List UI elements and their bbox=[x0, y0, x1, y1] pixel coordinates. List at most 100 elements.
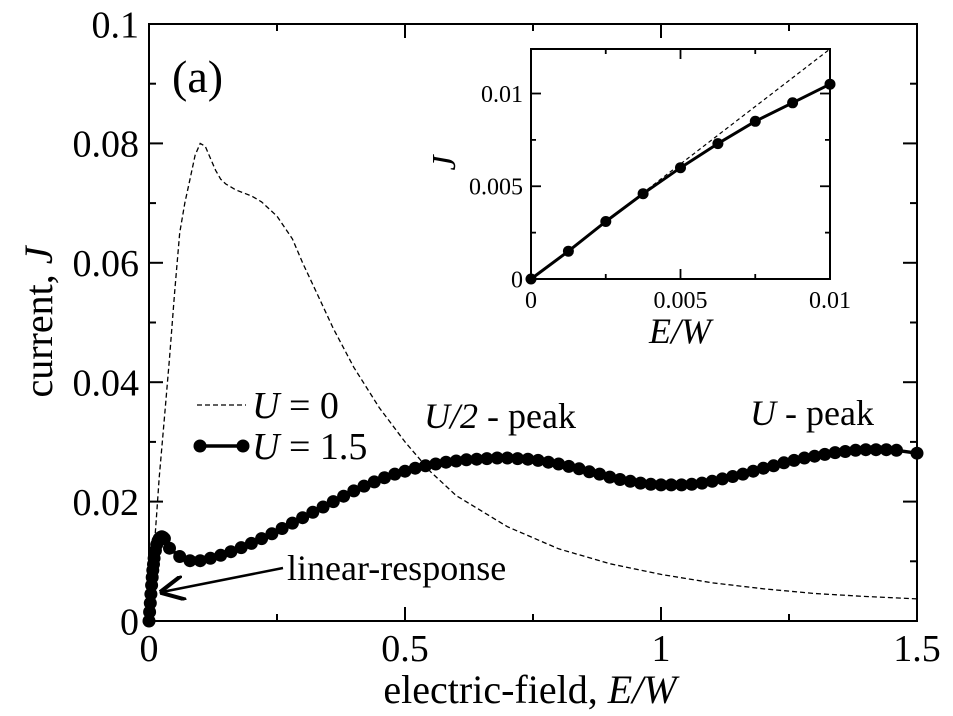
inset-series-marker bbox=[824, 78, 836, 90]
main-series-marker bbox=[500, 451, 514, 465]
main-series-marker bbox=[285, 516, 299, 530]
main-series-marker bbox=[244, 536, 258, 550]
main-series-marker bbox=[326, 495, 340, 509]
inset-series bbox=[525, 48, 836, 285]
main-series-marker bbox=[429, 457, 443, 471]
inset-series-marker bbox=[712, 138, 724, 150]
main-series-marker bbox=[664, 478, 678, 492]
main-series-line-dashed bbox=[148, 142, 918, 622]
main-series-marker bbox=[316, 500, 330, 514]
main-series-marker bbox=[347, 484, 361, 498]
main-series-marker bbox=[787, 453, 801, 467]
main-series-marker bbox=[562, 459, 576, 473]
inset-x-tick-label: 0.005 bbox=[654, 288, 708, 314]
main-series-marker bbox=[183, 554, 197, 568]
main-series-marker bbox=[449, 454, 463, 468]
panel-label: (a) bbox=[172, 51, 223, 102]
legend-marker-u15-right bbox=[236, 439, 250, 453]
main-x-tick-label: 1 bbox=[652, 628, 671, 670]
main-series-marker bbox=[593, 467, 607, 481]
main-series-marker bbox=[644, 477, 658, 491]
main-y-tick-label: 0.08 bbox=[73, 124, 140, 166]
inset-y-tick-label: 0.01 bbox=[481, 82, 523, 108]
main-series-marker bbox=[255, 532, 269, 546]
main-series-marker bbox=[675, 478, 688, 492]
main-series-marker bbox=[203, 551, 217, 565]
main-series-marker bbox=[490, 451, 504, 465]
main-series-marker bbox=[531, 453, 545, 467]
main-series-marker bbox=[818, 447, 832, 461]
main-series-marker bbox=[419, 459, 432, 473]
inset-series-marker bbox=[749, 115, 761, 127]
legend-label-u15: U = 1.5 bbox=[252, 426, 367, 468]
main-series-marker bbox=[828, 446, 842, 460]
inset-x-tick-label: 0.01 bbox=[809, 288, 851, 314]
main-series-marker bbox=[910, 446, 924, 460]
main-series-marker bbox=[685, 477, 699, 491]
main-series-marker bbox=[715, 472, 729, 486]
main-series-marker bbox=[767, 459, 781, 473]
main-series-marker bbox=[777, 456, 791, 470]
main-series-marker bbox=[808, 449, 822, 463]
inset-y-axis-label: J bbox=[426, 154, 463, 171]
main-y-tick-label: 0.1 bbox=[92, 4, 140, 46]
main-series-marker bbox=[214, 548, 228, 562]
y-axis-label: current, J bbox=[16, 244, 61, 397]
main-series-marker bbox=[275, 522, 289, 535]
inset-series-marker bbox=[675, 162, 686, 174]
main-series-marker bbox=[756, 461, 770, 475]
inset-series-marker bbox=[562, 245, 574, 257]
main-series-marker bbox=[511, 452, 525, 466]
main-series-marker bbox=[726, 470, 740, 483]
main-series-marker bbox=[296, 511, 310, 525]
main-series-marker bbox=[613, 473, 627, 486]
inset-y-tick-label: 0 bbox=[511, 267, 523, 293]
main-series-marker bbox=[736, 467, 750, 481]
main-series-marker bbox=[378, 471, 391, 485]
main-series-marker bbox=[869, 443, 883, 457]
inset-x-axis-label: E/W bbox=[648, 311, 714, 351]
legend-label-u0: U = 0 bbox=[252, 385, 339, 427]
main-series-marker bbox=[357, 479, 371, 493]
annotation-full-peak: U - peak bbox=[750, 393, 874, 433]
inset-series-marker bbox=[525, 273, 537, 285]
main-series-marker bbox=[879, 443, 893, 457]
main-series-marker bbox=[797, 451, 811, 465]
annotation-linear-response: linear-response bbox=[287, 548, 506, 588]
main-series-marker bbox=[193, 554, 207, 568]
main-series-marker bbox=[634, 476, 647, 490]
main-series-marker bbox=[470, 452, 484, 466]
x-axis-label: electric-field, E/W bbox=[383, 667, 680, 712]
main-series-marker bbox=[306, 505, 320, 519]
main-series bbox=[142, 142, 924, 628]
inset-series-marker bbox=[787, 97, 799, 109]
main-series-marker bbox=[408, 461, 422, 475]
main-series-marker bbox=[521, 452, 535, 466]
main-series-marker bbox=[838, 445, 852, 458]
main-series-marker bbox=[398, 464, 412, 478]
main-series-marker bbox=[572, 462, 586, 476]
annotation-arrow bbox=[162, 566, 284, 592]
main-series-marker bbox=[157, 532, 171, 546]
main-series-marker bbox=[388, 467, 402, 481]
main-series-marker bbox=[480, 452, 494, 466]
main-series-marker bbox=[367, 475, 381, 489]
main-x-tick-label: 0 bbox=[140, 628, 159, 670]
main-series-marker bbox=[541, 455, 555, 469]
main-y-tick-label: 0.06 bbox=[73, 243, 140, 285]
legend-marker-u15-left bbox=[193, 439, 207, 453]
main-series-marker bbox=[265, 527, 279, 541]
main-series-marker bbox=[552, 457, 566, 471]
main-series-marker bbox=[890, 443, 903, 457]
main-series-marker bbox=[459, 453, 473, 467]
main-series-marker bbox=[695, 476, 709, 490]
main-series-marker bbox=[623, 474, 637, 488]
main-series-marker bbox=[234, 541, 248, 555]
main-y-tick-label: 0 bbox=[120, 601, 139, 643]
main-y-tick-label: 0.02 bbox=[73, 482, 140, 524]
main-series-marker bbox=[603, 470, 617, 484]
main-series-marker bbox=[582, 465, 596, 479]
